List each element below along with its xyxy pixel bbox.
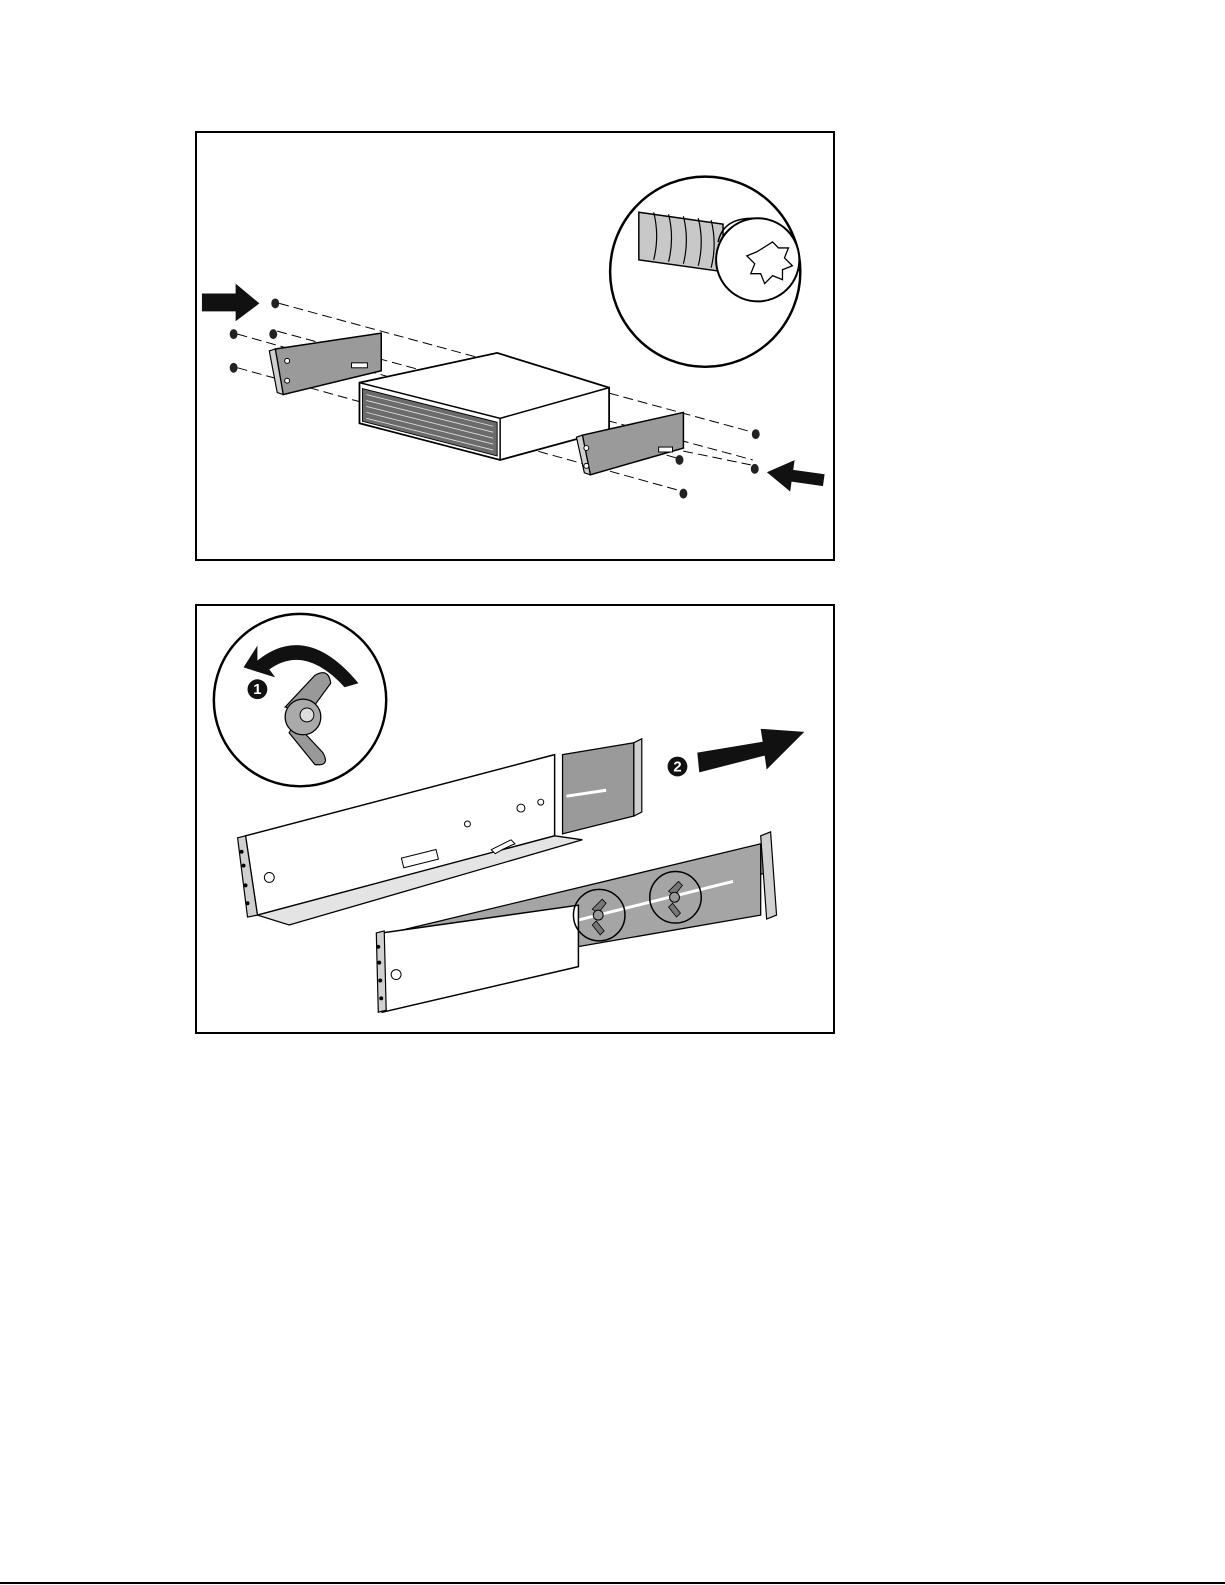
callout-2: 2 [668, 757, 688, 777]
callout-1: 1 [248, 679, 268, 699]
svg-text:1: 1 [253, 682, 261, 698]
ups-chassis [359, 353, 609, 460]
rail-extension-illustration: 1 2 [197, 606, 833, 1032]
extend-arrow-icon [697, 729, 804, 773]
screw-detail-magnifier [610, 177, 800, 367]
left-push-arrow-icon [202, 284, 259, 322]
figure-bracket-installation [195, 131, 835, 561]
footer-rule [0, 1582, 1225, 1584]
bracket-installation-illustration [197, 133, 833, 559]
svg-text:2: 2 [673, 759, 681, 775]
figure-rail-extension: 1 2 [195, 604, 835, 1034]
right-push-arrow-icon [765, 456, 826, 495]
wing-nut-detail-magnifier: 1 [214, 614, 386, 786]
